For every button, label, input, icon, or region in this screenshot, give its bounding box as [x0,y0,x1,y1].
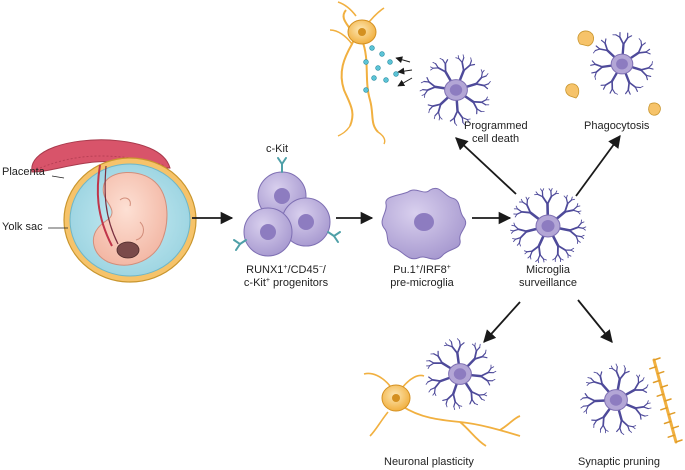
embryo-heart-shape [116,241,140,259]
placenta-label: Placenta [2,166,45,178]
microglia-programmed-death-cell [419,54,491,126]
embryo-illustration [31,139,197,283]
flow-arrows [192,134,621,343]
microglia-phagocytosis-cell [590,32,654,95]
ckit-receptor-top [277,157,287,173]
apoptotic-debris [363,45,399,93]
progenitor-nucleus [298,214,314,230]
progenitor-cells [233,157,341,257]
phagocytosed-debris [565,30,661,116]
progenitor-nucleus [274,188,290,204]
yolk-sac-label: Yolk sac [2,221,43,233]
arrow-to-neuronal-plasticity [483,301,521,343]
synaptic-pruning-label: Synaptic pruning [578,456,660,468]
progenitor-nucleus [260,224,276,240]
arrow-to-synaptic-pruning [577,299,613,343]
placenta-leader-line [51,175,65,179]
pre-microglia-cell [381,187,467,260]
embryo-shape [92,171,168,266]
debris-uptake-arrows [395,56,413,87]
microglia-plasticity-cell [425,338,497,411]
arrow-to-phagocytosis [575,134,621,197]
microglia-pruning-cell [580,363,652,436]
phagocytosis-label: Phagocytosis [584,120,650,132]
ckit-label: c-Kit [266,143,288,155]
surveillance-label: Microglia surveillance [518,264,578,289]
umbilical-vessel-dark [104,165,119,245]
microglia-surveillance-cell [510,188,587,264]
plastic-neuron [363,372,521,447]
ckit-receptor-right [327,231,341,243]
pruned-dendrite [649,357,683,444]
dying-neuron [329,1,386,145]
progenitors-label: RUNX1+/CD45−/ c-Kit+ progenitors [243,264,329,289]
arrow-to-programmed-death [455,137,517,195]
premicroglia-label: Pu.1+/IRF8+ pre-microglia [390,264,454,289]
ckit-receptor-left [233,239,247,251]
neuronal-plasticity-label: Neuronal plasticity [384,456,474,468]
umbilical-vessel-red [96,164,113,247]
programmed-death-label: Programmed cell death [464,120,528,145]
